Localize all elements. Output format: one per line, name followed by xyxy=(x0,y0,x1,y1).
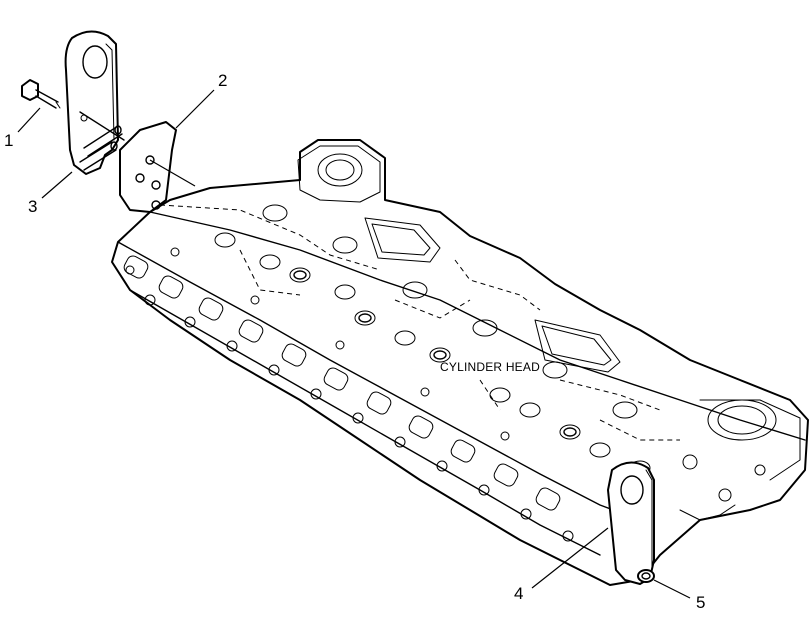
callout-1: 1 xyxy=(4,131,14,150)
mounting-plate xyxy=(119,121,196,213)
rear-lifting-bracket xyxy=(607,461,655,585)
callout-4: 4 xyxy=(514,584,524,603)
callout-5: 5 xyxy=(696,593,706,612)
front-lifting-bracket xyxy=(64,30,125,175)
callout-3: 3 xyxy=(28,197,38,216)
bolt xyxy=(21,79,61,109)
leader-lines xyxy=(17,89,691,599)
callout-2: 2 xyxy=(218,71,228,90)
cylinder-head-label: CYLINDER HEAD xyxy=(440,360,540,374)
rear-bolt xyxy=(637,569,655,583)
